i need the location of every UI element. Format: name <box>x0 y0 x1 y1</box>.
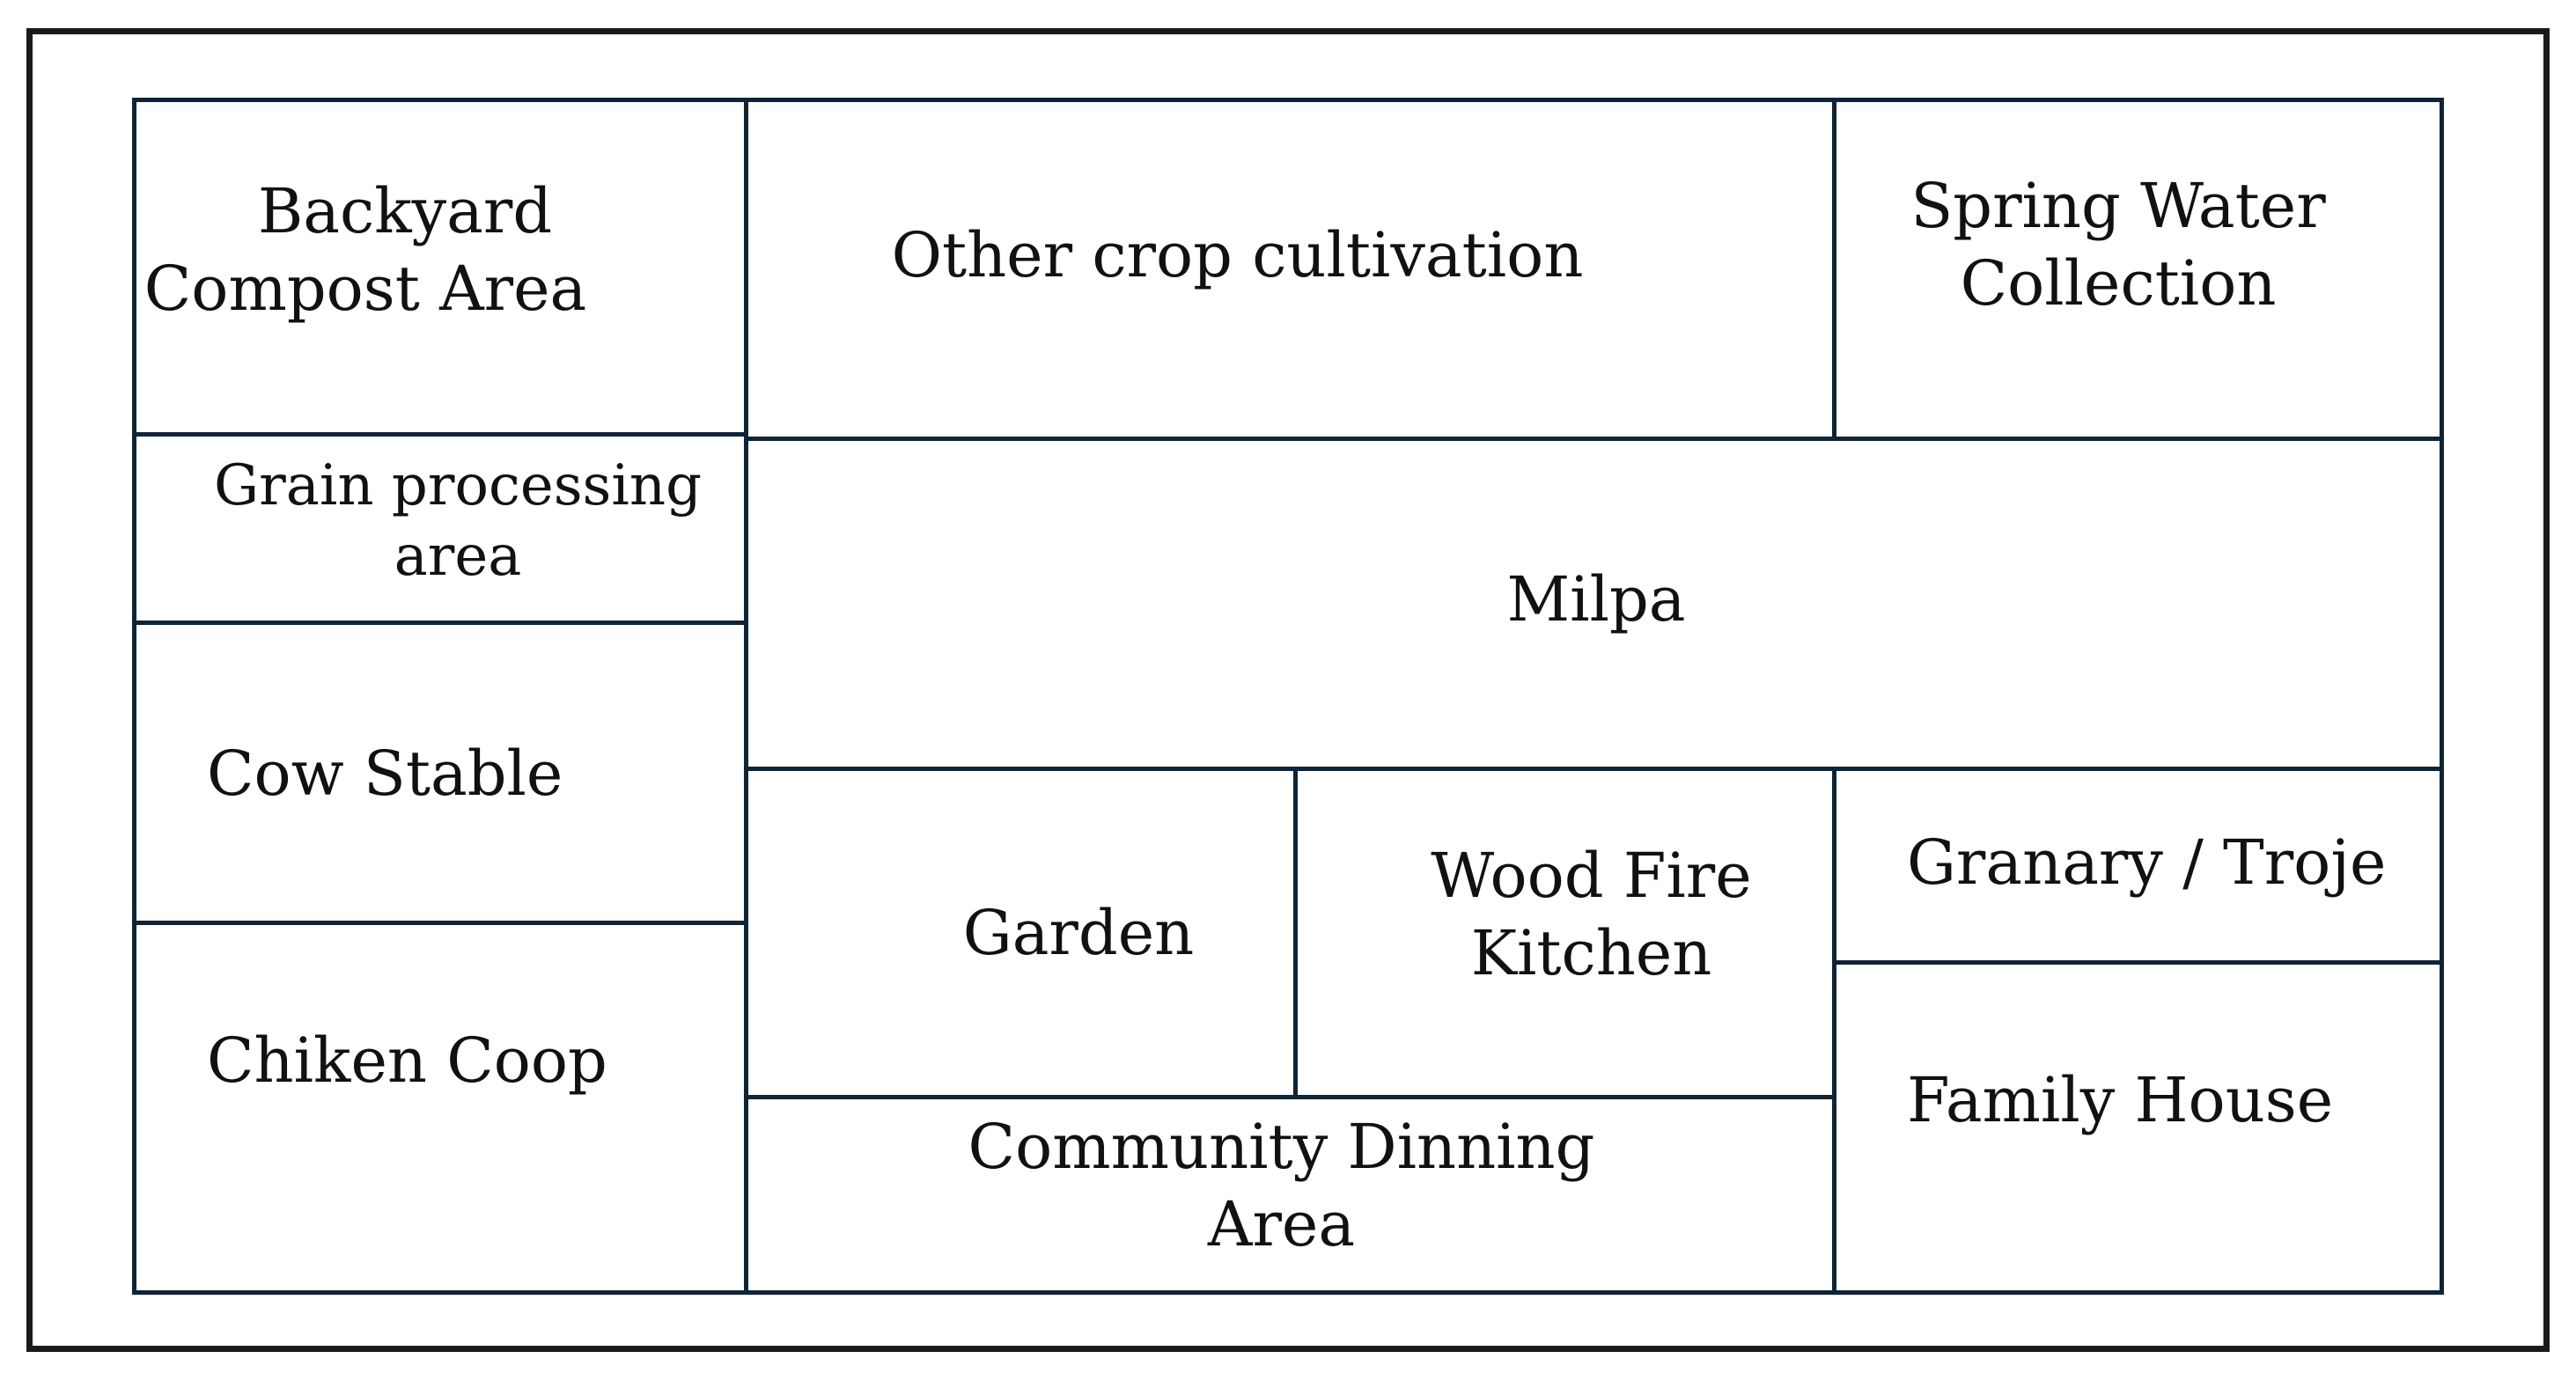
divider-right-bottom <box>1832 767 1836 1290</box>
zone-milpa-label: Milpa <box>1506 563 1686 635</box>
zone-wood-fire-kitchen-label: Wood Fire Kitchen <box>1324 837 1858 992</box>
zone-spring-water: Spring Water Collection <box>1836 102 2444 437</box>
divider-milpa-bottom <box>748 767 2444 771</box>
zone-wood-fire-kitchen-line-1: Wood Fire <box>1431 840 1752 912</box>
zone-community-dining: Community Dinning Area <box>748 1099 1832 1290</box>
zone-spring-water-label: Spring Water Collection <box>1836 167 2400 322</box>
zone-family-house-label: Family House <box>1907 1064 2334 1136</box>
zone-chicken-coop-label: Chiken Coop <box>207 1024 607 1097</box>
zone-community-dining-line-2: Area <box>1207 1188 1356 1260</box>
zone-cow-stable: Cow Stable <box>136 625 744 921</box>
site-plan: Backyard Compost Area Other crop cultiva… <box>132 98 2444 1295</box>
zone-milpa: Milpa <box>748 441 2444 767</box>
zone-other-crop-label: Other crop cultivation <box>891 219 1584 291</box>
zone-backyard-compost: Backyard Compost Area <box>136 102 744 432</box>
zone-granary: Granary / Troje <box>1836 771 2444 960</box>
zone-grain-processing-line-1: Grain processing <box>213 453 703 518</box>
outer-frame <box>26 28 2550 1352</box>
zone-grain-processing: Grain processing area <box>136 437 744 621</box>
zone-wood-fire-kitchen-line-2: Kitchen <box>1470 917 1712 989</box>
divider-left-column <box>744 102 748 1290</box>
divider-right-top <box>1832 102 1836 437</box>
zone-community-dining-label: Community Dinning Area <box>740 1108 1823 1263</box>
zone-backyard-compost-line-1: Backyard <box>257 175 553 247</box>
zone-spring-water-line-1: Spring Water <box>1910 170 2326 242</box>
divider-top-milpa <box>748 437 2444 441</box>
zone-spring-water-line-2: Collection <box>1960 247 2277 319</box>
zone-granary-label: Granary / Troje <box>1907 826 2387 899</box>
zone-other-crop: Other crop cultivation <box>748 102 1832 437</box>
divider-granary-house <box>1836 960 2444 965</box>
zone-backyard-compost-label: Backyard Compost Area <box>136 173 673 327</box>
zone-family-house: Family House <box>1836 965 2444 1290</box>
zone-chicken-coop: Chiken Coop <box>136 925 744 1290</box>
zone-cow-stable-label: Cow Stable <box>207 738 563 810</box>
zone-grain-processing-line-2: area <box>394 524 522 589</box>
divider-compost-grain <box>136 432 744 437</box>
zone-garden: Garden <box>748 771 1293 1095</box>
zone-wood-fire-kitchen: Wood Fire Kitchen <box>1298 771 1832 1095</box>
zone-backyard-compost-line-2: Compost Area <box>144 253 587 325</box>
divider-grain-cow <box>136 621 744 625</box>
divider-cow-chicken <box>136 921 744 925</box>
zone-garden-label: Garden <box>962 897 1195 969</box>
divider-garden-kitchen <box>1293 767 1298 1097</box>
divider-garden-dining <box>748 1095 1832 1099</box>
zone-community-dining-line-1: Community Dinning <box>968 1111 1595 1183</box>
zone-grain-processing-label: Grain processing area <box>136 451 779 591</box>
